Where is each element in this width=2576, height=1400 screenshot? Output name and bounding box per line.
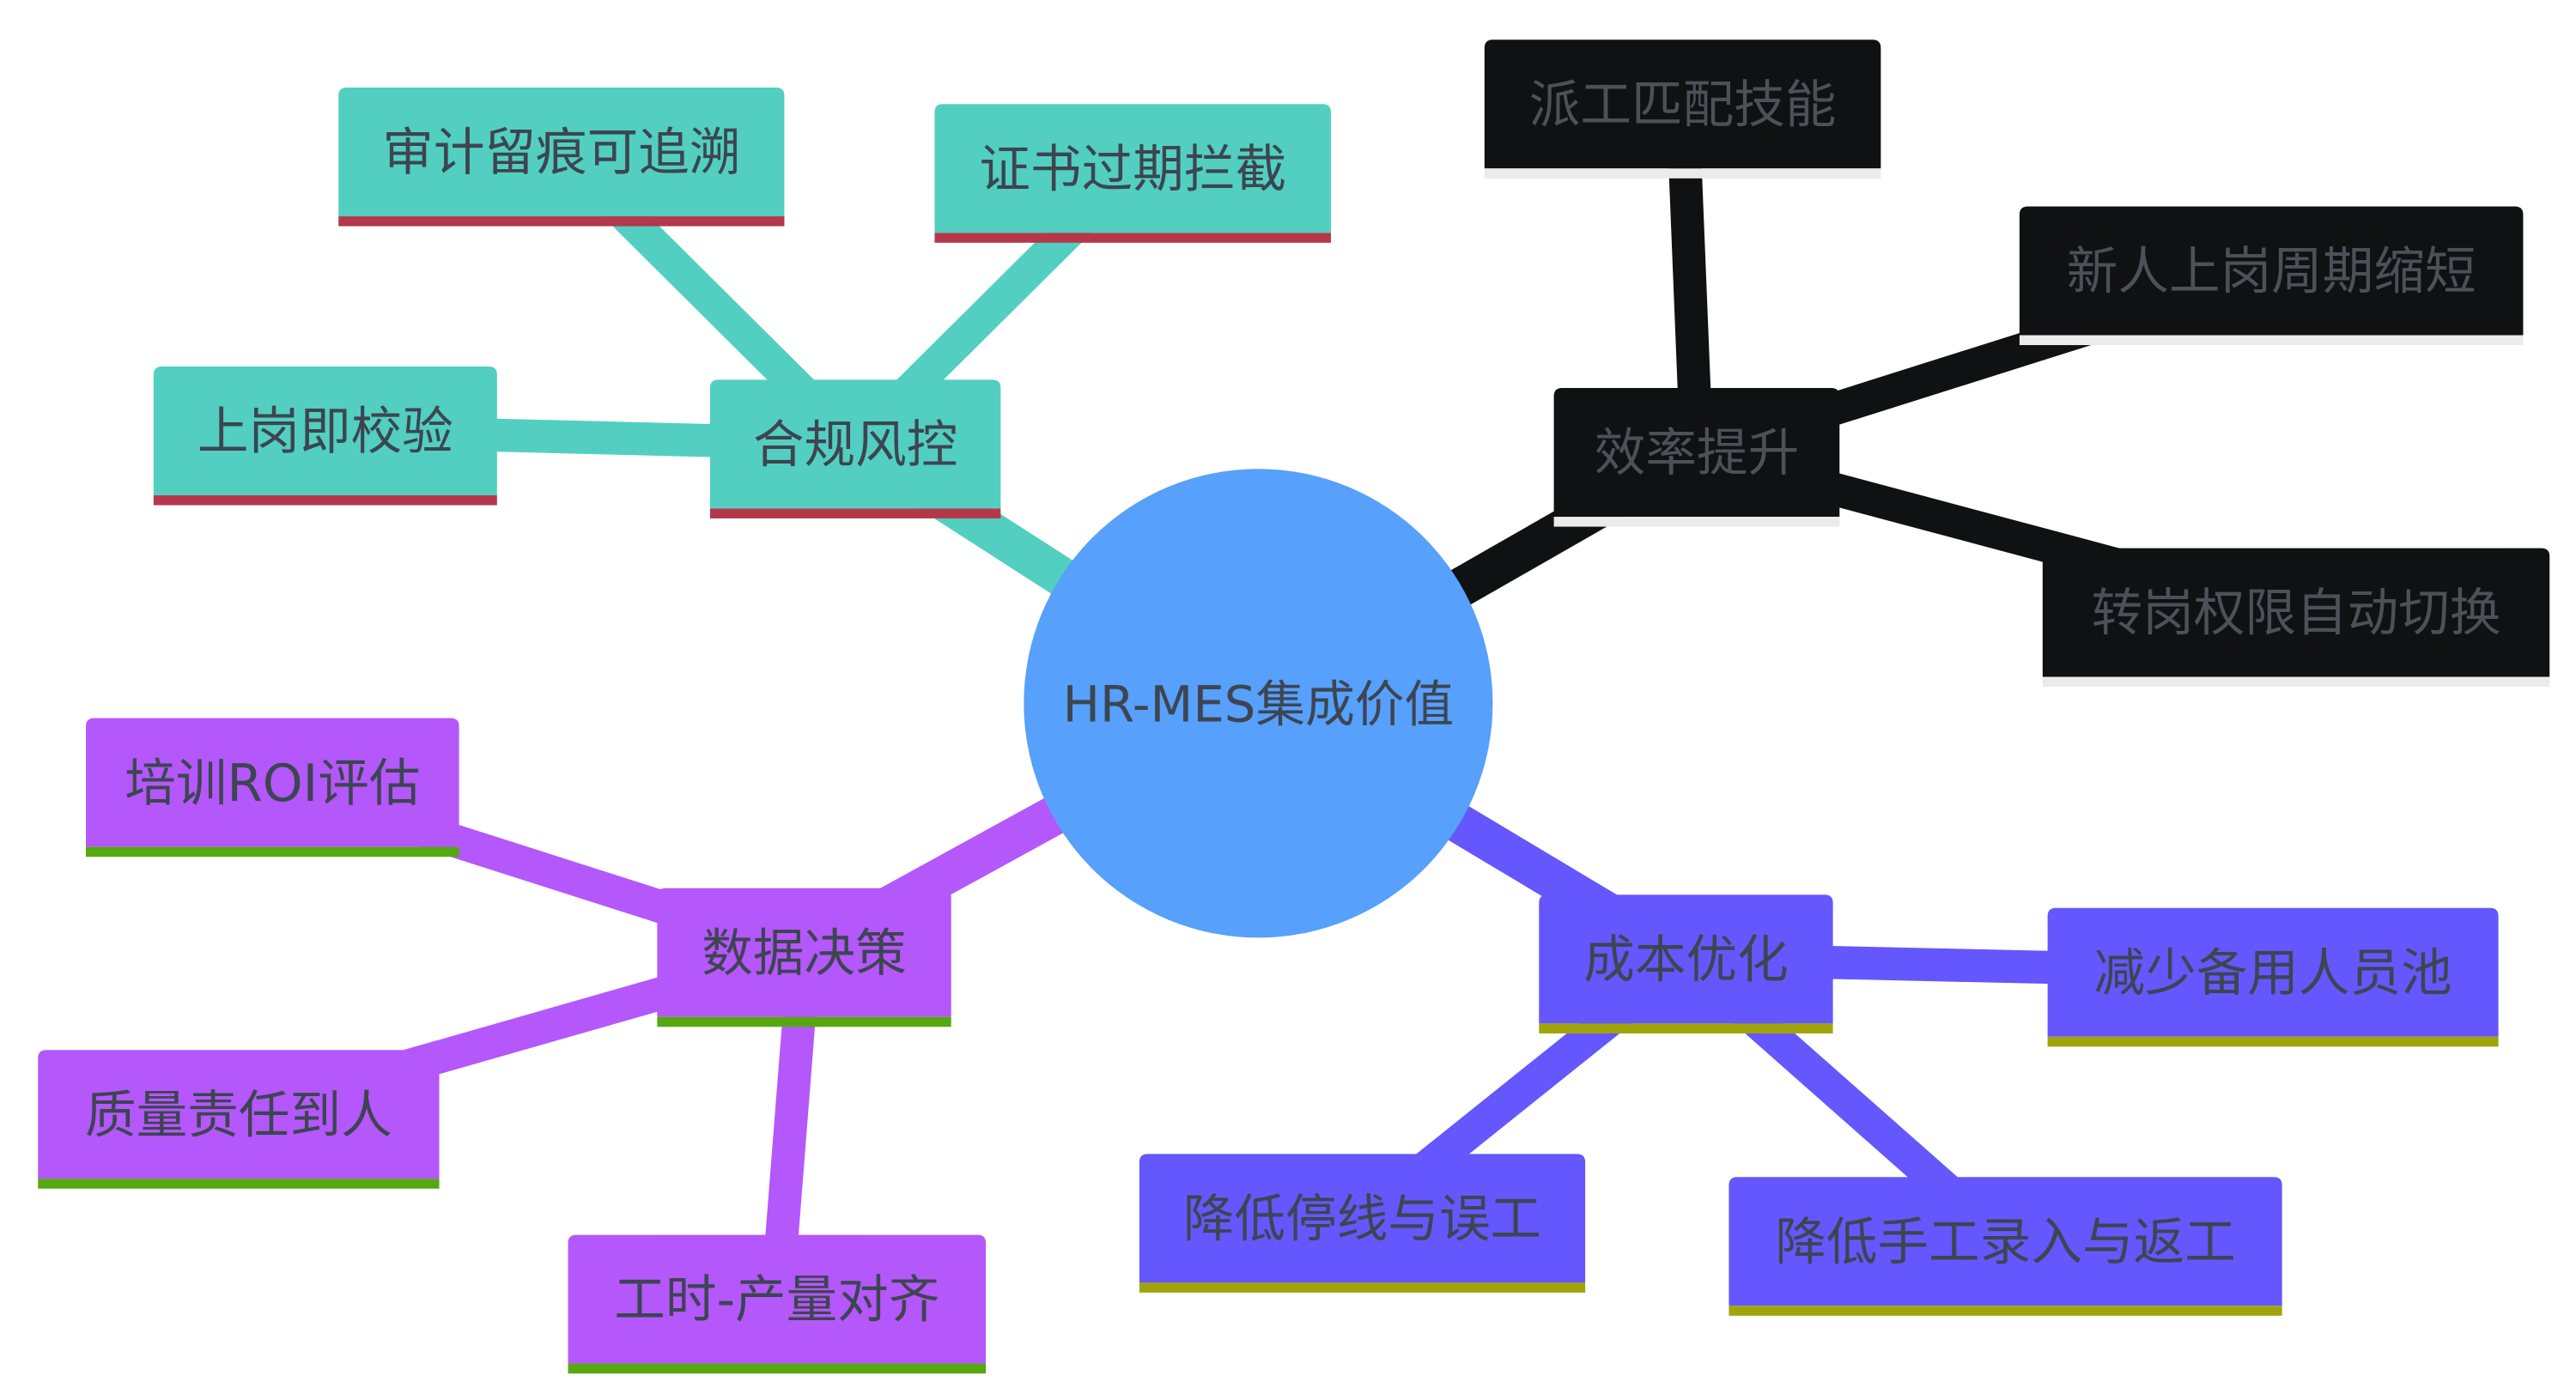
node-label: 降低停线与误工 — [1183, 1191, 1541, 1250]
node-box — [1553, 388, 1840, 518]
node-box — [934, 104, 1331, 233]
node-underline — [934, 233, 1331, 243]
branch-node[interactable]: 成本优化 — [1539, 894, 1833, 1033]
node-box — [2019, 206, 2524, 336]
leaf-node[interactable]: 培训ROI评估 — [86, 718, 459, 858]
node-underline — [1539, 1023, 1833, 1033]
node-box — [1484, 39, 1881, 169]
node-underline — [1484, 168, 1881, 179]
node-label: 成本优化 — [1583, 931, 1788, 991]
node-underline — [86, 846, 459, 858]
node-underline — [2047, 1036, 2499, 1047]
leaf-node[interactable]: 新人上岗周期缩短 — [2019, 206, 2524, 346]
node-label: 转岗权限自动切换 — [2092, 585, 2501, 644]
node-underline — [2019, 335, 2524, 346]
node-label: 效率提升 — [1595, 424, 1799, 483]
node-label: 新人上岗周期缩短 — [2067, 243, 2476, 302]
leaf-node[interactable]: 派工匹配技能 — [1484, 39, 1881, 179]
branch-node[interactable]: 效率提升 — [1553, 388, 1840, 527]
node-box — [1728, 1177, 2282, 1306]
node-label: 减少备用人员池 — [2093, 944, 2451, 1003]
node-underline — [657, 1016, 951, 1027]
leaf-node[interactable]: 质量责任到人 — [38, 1050, 440, 1189]
node-label: 审计留痕可追溯 — [382, 124, 740, 183]
node-label: 上岗即校验 — [197, 403, 453, 462]
leaf-node[interactable]: 转岗权限自动切换 — [2042, 548, 2550, 688]
node-underline — [338, 216, 785, 227]
node-underline — [568, 1363, 987, 1374]
node-label: 质量责任到人 — [85, 1086, 392, 1145]
leaf-node[interactable]: 审计留痕可追溯 — [338, 88, 785, 227]
node-box — [1139, 1154, 1586, 1283]
node-box — [153, 367, 497, 496]
node-box — [2047, 907, 2499, 1037]
node-box — [2042, 548, 2550, 677]
node-label: 派工匹配技能 — [1529, 76, 1837, 135]
node-underline — [153, 495, 497, 506]
node-box — [709, 379, 1001, 509]
node-box — [38, 1050, 440, 1179]
leaf-node[interactable]: 证书过期拦截 — [934, 104, 1331, 243]
leaf-node[interactable]: 工时-产量对齐 — [568, 1234, 987, 1374]
leaf-node[interactable]: 上岗即校验 — [153, 367, 497, 506]
node-box — [1539, 894, 1833, 1024]
node-underline — [2042, 676, 2550, 688]
node-underline — [38, 1179, 440, 1189]
node-label: 培训ROI评估 — [125, 755, 420, 814]
node-underline — [1139, 1282, 1586, 1293]
node-box — [86, 718, 459, 847]
branch-node[interactable]: 合规风控 — [709, 379, 1001, 518]
root-node[interactable]: HR-MES集成价值 — [1024, 469, 1493, 938]
node-label: 证书过期拦截 — [979, 140, 1286, 199]
node-label: 数据决策 — [702, 924, 906, 984]
node-label: 降低手工录入与返工 — [1775, 1213, 2236, 1272]
node-box — [657, 888, 951, 1017]
node-underline — [1553, 517, 1840, 527]
node-box — [568, 1234, 987, 1364]
root-circle — [1024, 469, 1493, 938]
node-label: 工时-产量对齐 — [614, 1271, 939, 1330]
leaf-node[interactable]: 降低手工录入与返工 — [1728, 1177, 2282, 1316]
node-underline — [1728, 1306, 2282, 1316]
leaf-node[interactable]: 减少备用人员池 — [2047, 907, 2499, 1047]
node-label: 合规风控 — [753, 416, 957, 476]
leaf-node[interactable]: 降低停线与误工 — [1139, 1154, 1586, 1293]
node-box — [338, 88, 785, 217]
branch-node[interactable]: 数据决策 — [657, 888, 951, 1027]
root-label: HR-MES集成价值 — [1063, 676, 1455, 734]
node-underline — [709, 508, 1001, 518]
